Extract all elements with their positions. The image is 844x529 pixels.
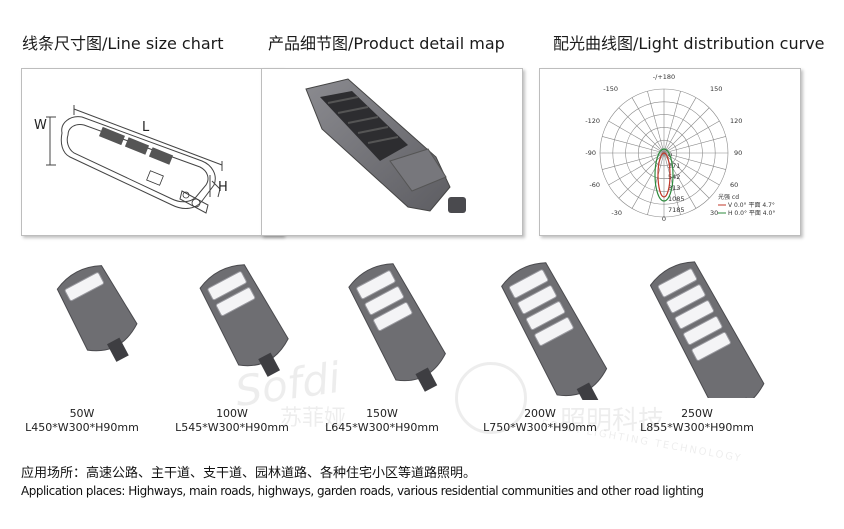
line-size-panel: W L H bbox=[21, 68, 283, 236]
polar-spoke bbox=[618, 107, 665, 154]
polar-angle-label: -30 bbox=[611, 209, 622, 217]
polar-angle-label: -150 bbox=[603, 85, 618, 93]
product-detail-photo bbox=[305, 78, 466, 213]
polar-radial-label: 271 bbox=[668, 162, 680, 170]
polar-angle-label: -60 bbox=[589, 181, 600, 189]
application-en: Application places: Highways, main roads… bbox=[21, 484, 704, 498]
led-module bbox=[674, 300, 714, 330]
polar-angle-label: 30 bbox=[710, 209, 718, 217]
led-module bbox=[666, 284, 706, 314]
polar-spoke bbox=[608, 152, 665, 186]
watermark-cn2: 照明科技 bbox=[560, 406, 665, 436]
polar-angle-label: 120 bbox=[730, 117, 742, 125]
product-image bbox=[497, 250, 627, 407]
line-size-drawing: W L H bbox=[34, 105, 228, 214]
red-curve bbox=[657, 152, 671, 198]
polar-angle-label: 60 bbox=[730, 181, 738, 189]
product-power: 150W bbox=[366, 407, 398, 420]
product-image bbox=[340, 252, 470, 406]
polar-spoke bbox=[663, 91, 681, 154]
led-module bbox=[534, 317, 574, 346]
polar-spoke bbox=[663, 136, 726, 154]
led-module bbox=[525, 301, 566, 331]
polar-spoke bbox=[663, 107, 710, 154]
watermark-logo-icon bbox=[455, 362, 527, 434]
product-detail-panel bbox=[261, 68, 523, 236]
led-module bbox=[509, 269, 549, 299]
product-size: L750*W300*H90mm bbox=[483, 421, 597, 434]
polar-spoke bbox=[663, 120, 720, 154]
led-module bbox=[356, 270, 396, 300]
led-module bbox=[517, 285, 557, 315]
green-curve bbox=[654, 148, 674, 202]
product-power: 50W bbox=[69, 407, 95, 420]
section-title-light-distribution: 配光曲线图/Light distribution curve bbox=[553, 34, 825, 53]
led-module bbox=[657, 268, 698, 298]
product-image bbox=[649, 248, 780, 422]
product-size: L545*W300*H90mm bbox=[175, 421, 289, 434]
height-label: H bbox=[218, 180, 228, 195]
application-cn: 应用场所：高速公路、主干道、支干道、园林道路、各种住宅小区等道路照明。 bbox=[21, 466, 477, 481]
polar-angle-label: 0 bbox=[662, 215, 666, 223]
watermark-cn1: 苏菲娅 bbox=[280, 406, 347, 431]
polar-spoke bbox=[647, 91, 665, 154]
polar-radial-label: 1085 bbox=[668, 195, 685, 203]
polar-radial-label: 7185 bbox=[668, 206, 685, 214]
polar-spoke bbox=[602, 152, 665, 170]
polar-angle-label: 90 bbox=[734, 149, 742, 157]
polar-angle-label: 150 bbox=[710, 85, 722, 93]
led-module bbox=[215, 287, 256, 317]
polar-angle-label: -120 bbox=[585, 117, 600, 125]
polar-spoke bbox=[631, 97, 665, 154]
product-power: 250W bbox=[681, 407, 713, 420]
led-module bbox=[691, 331, 731, 361]
product-size: L450*W300*H90mm bbox=[25, 421, 139, 434]
section-title-line-size: 线条尺寸图/Line size chart bbox=[22, 34, 224, 53]
polar-angle-label: -90 bbox=[585, 149, 596, 157]
polar-angle-label: -/+180 bbox=[653, 73, 675, 81]
product-size: L855*W300*H90mm bbox=[640, 421, 754, 434]
legend-title: 光强 cd bbox=[718, 193, 739, 201]
product-size: L645*W300*H90mm bbox=[325, 421, 439, 434]
product-image bbox=[40, 256, 170, 410]
led-module bbox=[64, 272, 104, 302]
legend-h: H 0.0° 平面 4.0° bbox=[728, 210, 775, 217]
polar-radial-label: 542 bbox=[668, 173, 680, 181]
led-module bbox=[373, 302, 413, 331]
product-power: 200W bbox=[524, 407, 556, 420]
polar-spoke bbox=[663, 152, 726, 170]
polar-spoke bbox=[663, 97, 697, 154]
led-module bbox=[683, 316, 723, 345]
polar-spoke bbox=[602, 136, 665, 154]
section-title-product-detail: 产品细节图/Product detail map bbox=[268, 34, 505, 53]
product-power: 100W bbox=[216, 407, 248, 420]
led-module bbox=[207, 271, 247, 301]
polar-spoke bbox=[663, 152, 720, 186]
led-module bbox=[364, 286, 404, 316]
polar-spoke bbox=[608, 120, 665, 154]
length-label: L bbox=[142, 120, 150, 135]
polar-radial-label: 813 bbox=[668, 184, 680, 192]
width-label: W bbox=[34, 118, 47, 133]
product-image bbox=[187, 254, 317, 408]
legend-v: V 0.0° 平面 4.7° bbox=[728, 202, 775, 209]
